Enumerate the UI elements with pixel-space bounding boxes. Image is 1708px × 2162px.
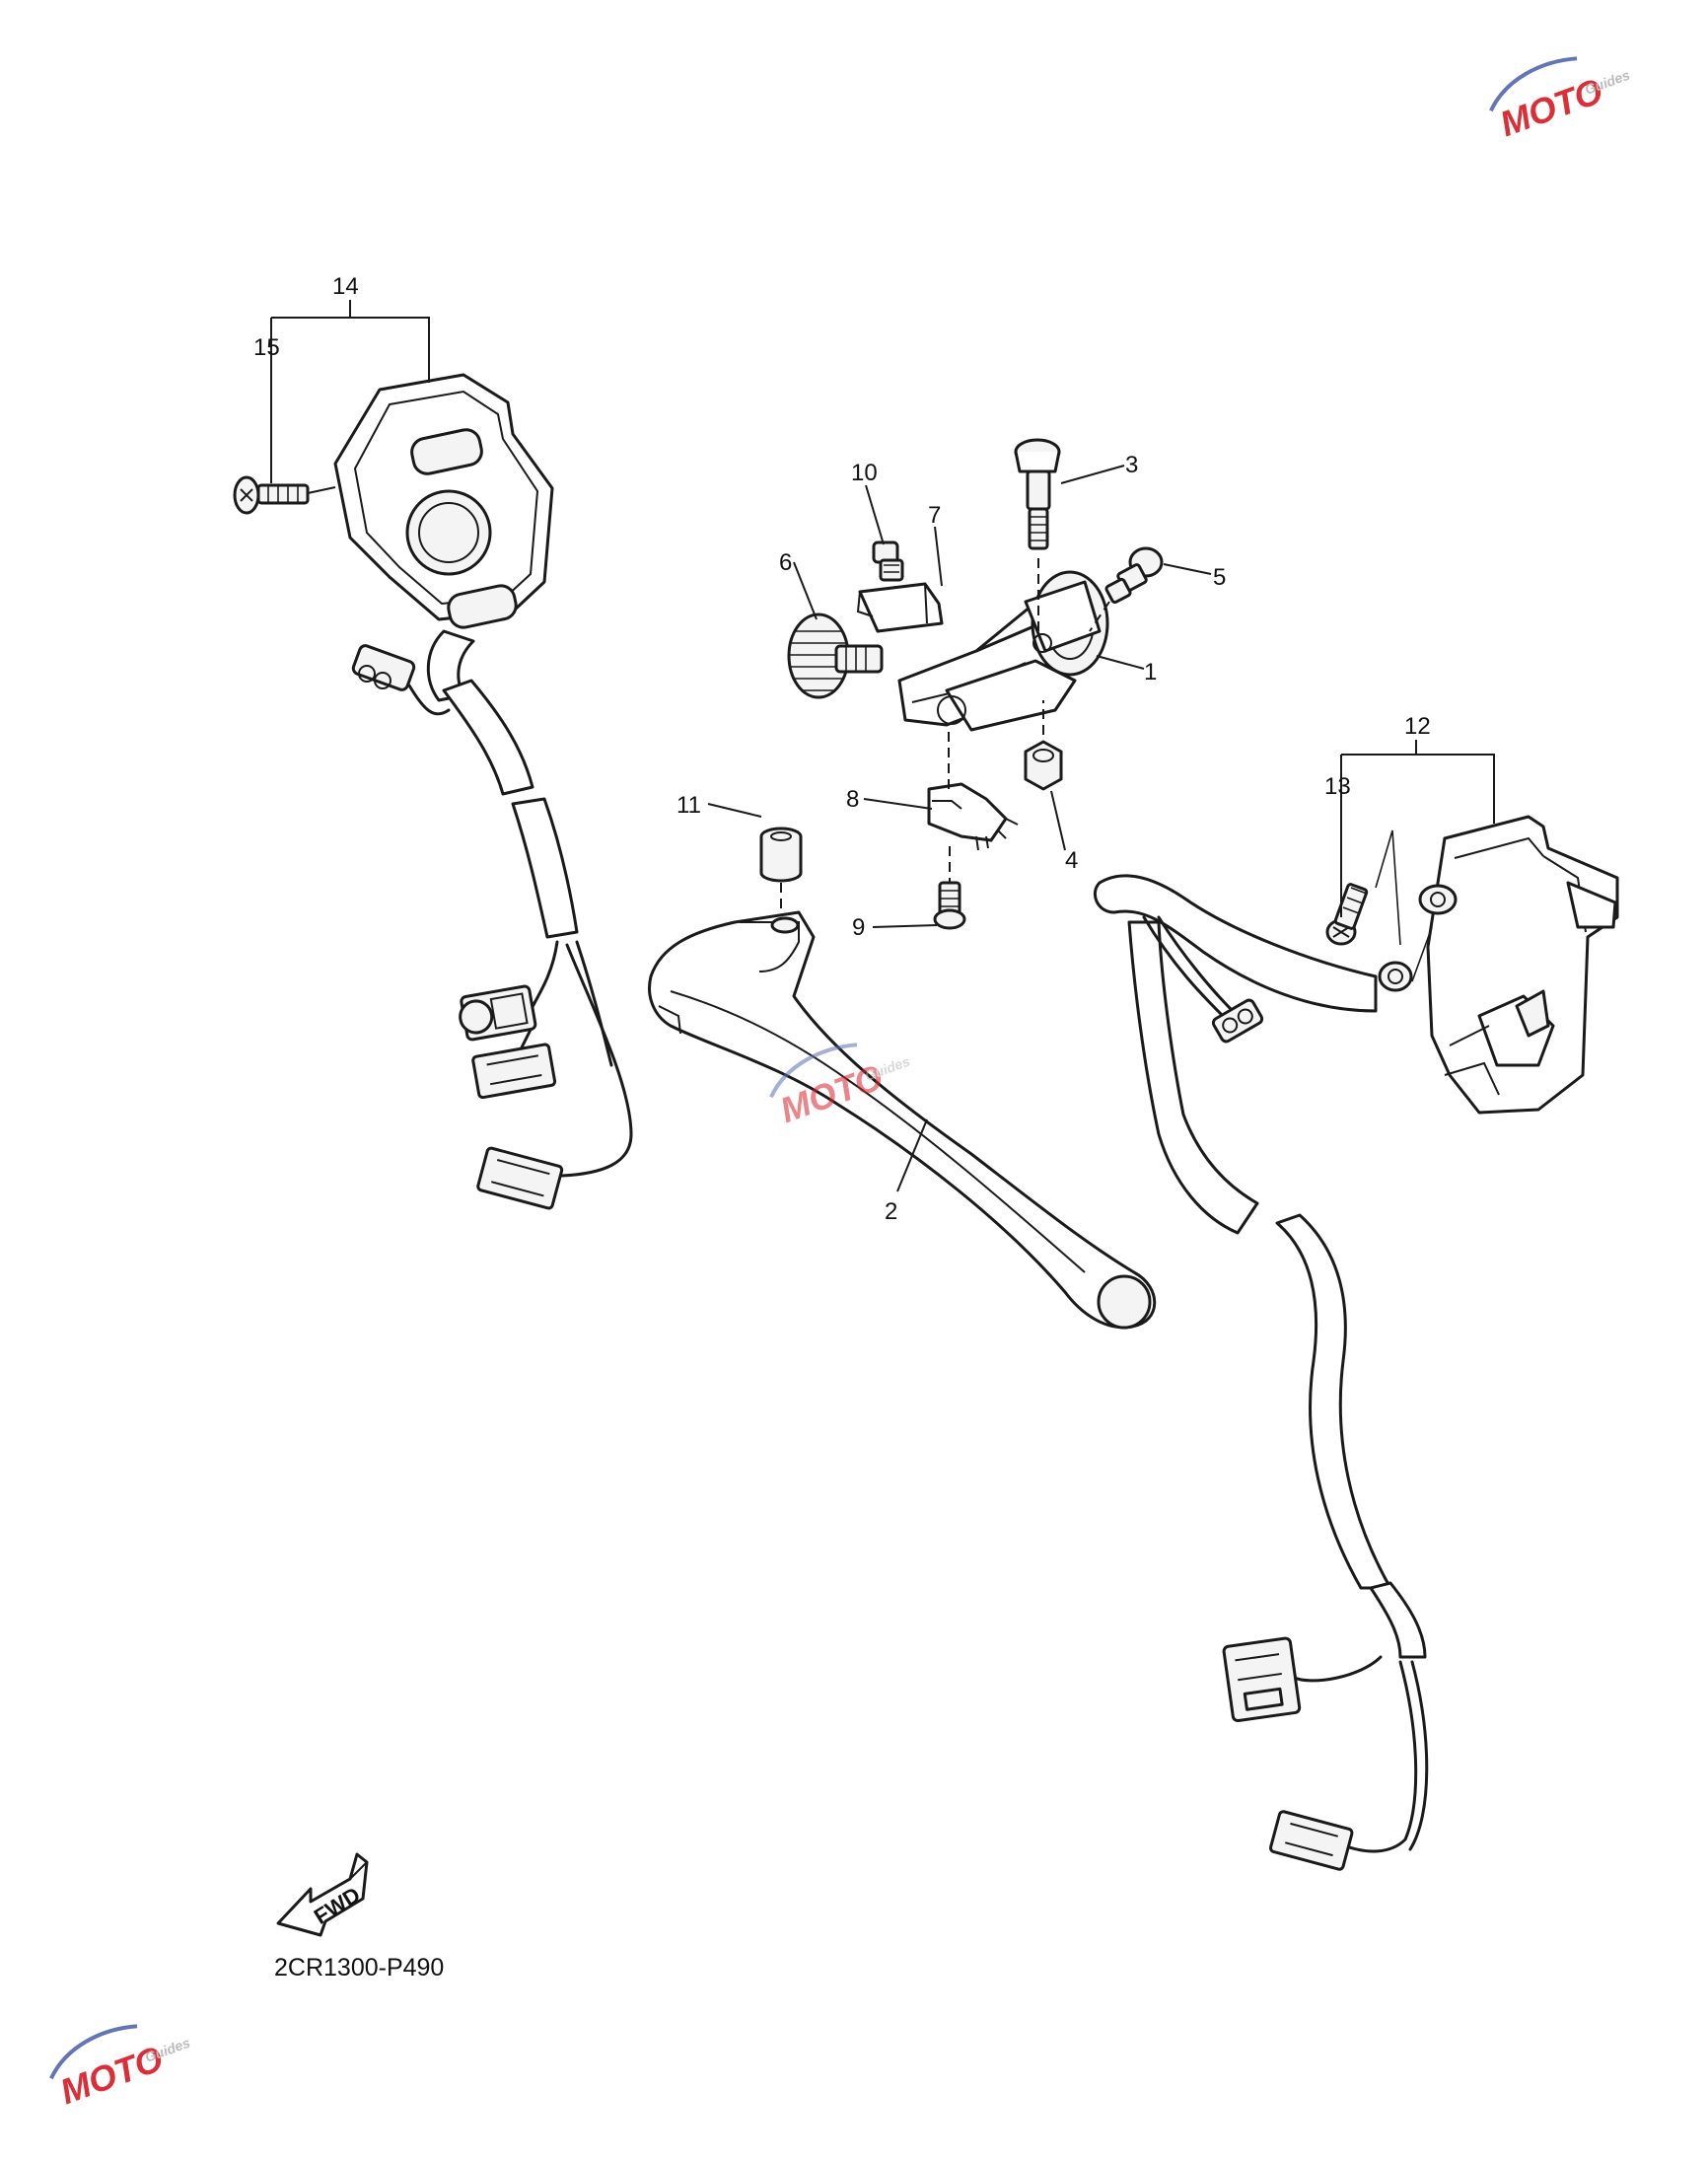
part-label-7: 7 <box>928 502 941 529</box>
clutch-switch-8 <box>927 730 1019 851</box>
part-label-12: 12 <box>1404 713 1431 740</box>
bolt-5 <box>1089 546 1164 632</box>
part-label-4: 4 <box>1065 847 1078 874</box>
screw-13 <box>1325 829 1401 946</box>
clutch-lever-2 <box>648 910 1157 1330</box>
watermark-logo-bottom-left: MOTO Guides <box>49 2024 192 2112</box>
part-label-11: 11 <box>676 792 701 819</box>
part-label-14: 14 <box>332 273 359 300</box>
left-switch-wiring-harness <box>442 679 633 1210</box>
forward-direction-arrow: FWD <box>276 1852 369 1937</box>
part-label-10: 10 <box>851 460 878 486</box>
nut-4 <box>1024 700 1063 791</box>
collar-11 <box>759 827 803 912</box>
right-handlebar-switch-assembly <box>1378 815 1619 1115</box>
diagram-code: 2CR1300-P490 <box>274 1954 444 1982</box>
screw-10 <box>872 540 904 582</box>
clip-7 <box>856 582 944 633</box>
right-switch-wiring-harness <box>1094 874 1429 1871</box>
leader-lines <box>270 300 1495 1192</box>
part-label-15: 15 <box>253 334 280 361</box>
part-label-8: 8 <box>846 786 859 813</box>
part-label-6: 6 <box>779 549 792 576</box>
bolt-3 <box>1014 438 1061 631</box>
adjuster-knob-6 <box>787 613 884 699</box>
left-handlebar-switch-assembly <box>333 373 554 716</box>
part-label-2: 2 <box>885 1198 897 1225</box>
part-label-3: 3 <box>1125 452 1138 478</box>
part-label-1: 1 <box>1144 659 1157 685</box>
part-label-9: 9 <box>852 914 865 941</box>
screw-15 <box>233 475 336 515</box>
part-number-labels: 1 2 3 4 5 6 7 8 9 10 11 12 13 14 15 <box>253 273 1431 1225</box>
part-label-5: 5 <box>1213 564 1226 591</box>
screw-9 <box>933 846 966 930</box>
part-label-13: 13 <box>1324 773 1351 800</box>
watermark-logo-top-right: MOTO Guides <box>1489 56 1632 144</box>
